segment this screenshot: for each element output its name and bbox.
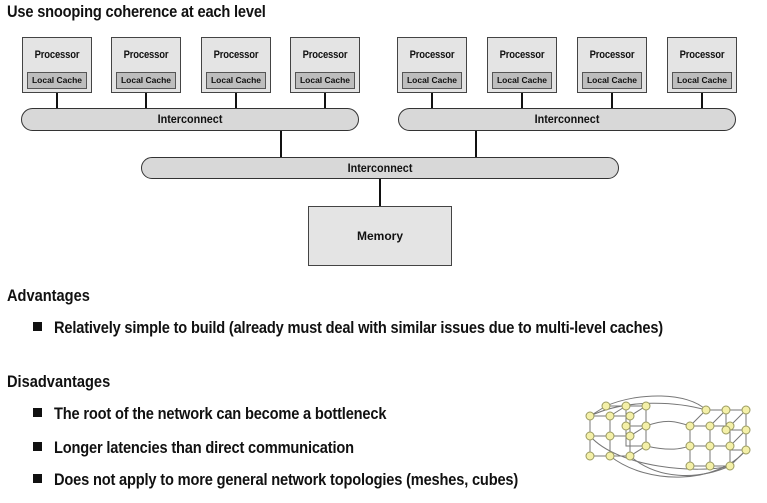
list-item-text: Relatively simple to build (already must… [54, 318, 663, 337]
advantages-heading: Advantages [7, 286, 90, 305]
connector-line [379, 179, 381, 206]
interconnect-root-label: Interconnect [347, 161, 413, 175]
mesh-topology-icon [585, 395, 751, 478]
list-item-text: Longer latencies than direct communicati… [54, 438, 354, 457]
processor-box: Processor Local Cache [201, 37, 271, 93]
processor-label: Processor [302, 49, 348, 61]
list-item-text: The root of the network can become a bot… [54, 404, 387, 423]
interconnect-right-label: Interconnect [534, 112, 600, 126]
connector-line [235, 93, 237, 108]
processor-box: Processor Local Cache [397, 37, 467, 93]
connector-line [280, 131, 282, 157]
connector-line [611, 93, 613, 108]
processor-label: Processor [589, 49, 635, 61]
processor-box: Processor Local Cache [22, 37, 92, 93]
processor-label: Processor [34, 49, 80, 61]
connector-line [324, 93, 326, 108]
processor-box: Processor Local Cache [667, 37, 737, 93]
connector-line [431, 93, 433, 108]
processor-box: Processor Local Cache [290, 37, 360, 93]
local-cache-box: Local Cache [672, 72, 732, 89]
list-item: Longer latencies than direct communicati… [33, 438, 403, 458]
processor-box: Processor Local Cache [111, 37, 181, 93]
square-bullet-icon [33, 474, 42, 484]
processor-box: Processor Local Cache [487, 37, 557, 93]
connector-line [475, 131, 477, 157]
local-cache-box: Local Cache [295, 72, 355, 89]
square-bullet-icon [33, 442, 42, 452]
square-bullet-icon [33, 322, 42, 332]
local-cache-box: Local Cache [582, 72, 642, 89]
processor-label: Processor [679, 49, 725, 61]
processor-box: Processor Local Cache [577, 37, 647, 93]
slide-title: Use snooping coherence at each level [7, 2, 266, 21]
disadvantages-heading: Disadvantages [7, 372, 111, 391]
local-cache-box: Local Cache [116, 72, 176, 89]
processor-label: Processor [213, 49, 259, 61]
square-bullet-icon [33, 408, 42, 418]
local-cache-box: Local Cache [206, 72, 266, 89]
memory-box: Memory [308, 206, 452, 266]
list-item: Relatively simple to build (already must… [33, 318, 762, 338]
local-cache-box: Local Cache [492, 72, 552, 89]
processor-label: Processor [409, 49, 455, 61]
interconnect-root: Interconnect [141, 157, 619, 179]
connector-line [56, 93, 58, 108]
connector-line [145, 93, 147, 108]
interconnect-right: Interconnect [398, 108, 736, 131]
interconnect-left-label: Interconnect [157, 112, 223, 126]
connector-line [521, 93, 523, 108]
list-item: Does not apply to more general network t… [33, 470, 594, 490]
local-cache-box: Local Cache [27, 72, 87, 89]
interconnect-left: Interconnect [21, 108, 359, 131]
list-item-text: Does not apply to more general network t… [54, 470, 519, 489]
local-cache-box: Local Cache [402, 72, 462, 89]
connector-line [701, 93, 703, 108]
list-item: The root of the network can become a bot… [33, 404, 440, 424]
processor-label: Processor [123, 49, 169, 61]
processor-label: Processor [499, 49, 545, 61]
